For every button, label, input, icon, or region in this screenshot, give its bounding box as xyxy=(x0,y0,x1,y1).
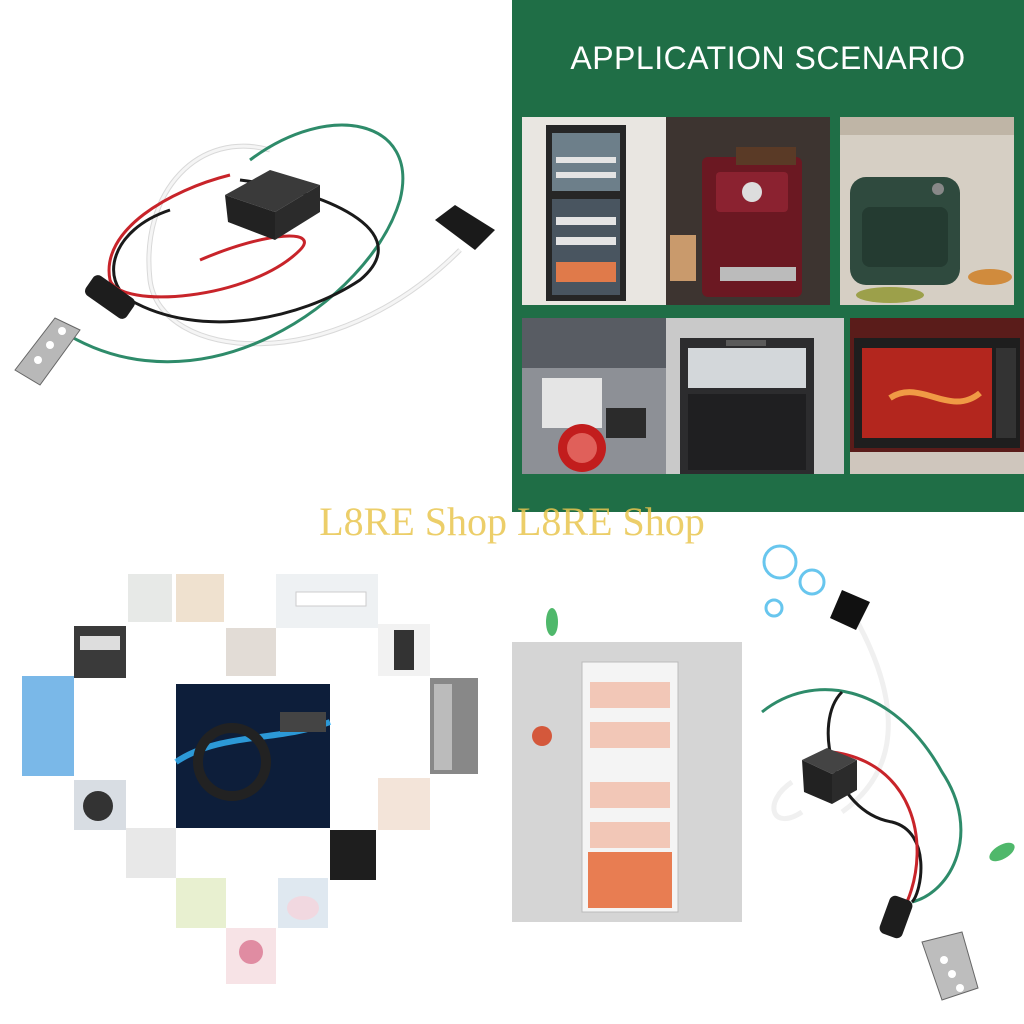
application-collage xyxy=(0,512,512,1024)
scenario-title: APPLICATION SCENARIO xyxy=(570,40,966,76)
application-scenario-panel: APPLICATION SCENARIO xyxy=(512,0,1024,512)
module-box xyxy=(225,170,320,240)
tile-wardrobe-dryer xyxy=(22,676,74,776)
tile-coffee-machine xyxy=(666,117,830,305)
ceramic-plate xyxy=(435,205,495,250)
center-car-dashboard xyxy=(174,684,332,828)
metal-bracket xyxy=(14,317,81,386)
product-photo-top-left xyxy=(0,0,512,512)
tile-microwave xyxy=(850,318,1024,474)
ozone-generator-illustration xyxy=(14,123,495,386)
tile-dishwasher xyxy=(666,318,844,474)
disinfection-cabinet-photo xyxy=(512,642,742,922)
tile-air-fryer xyxy=(840,117,1014,305)
tile-car-interior xyxy=(522,318,666,474)
tile-disinfection-cabinet xyxy=(522,117,666,305)
cabinet-with-generator xyxy=(512,512,1024,1024)
tile-small-appliance xyxy=(128,574,172,622)
